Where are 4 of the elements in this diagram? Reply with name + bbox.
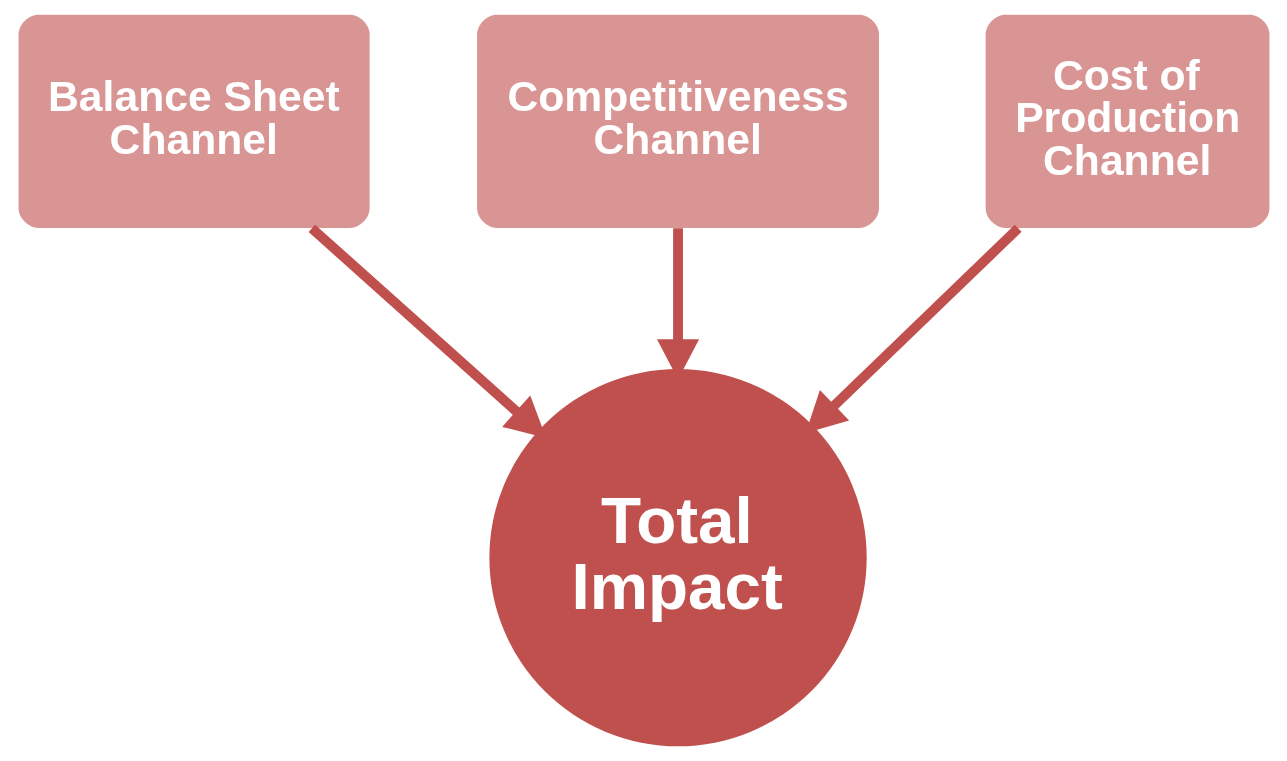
node-box: Cost of Production Channel — [985, 14, 1269, 228]
node-box: Competitiveness Channel — [476, 14, 879, 228]
node-box: Balance Sheet Channel — [18, 14, 370, 228]
node-circle: Total Impact — [488, 369, 867, 747]
